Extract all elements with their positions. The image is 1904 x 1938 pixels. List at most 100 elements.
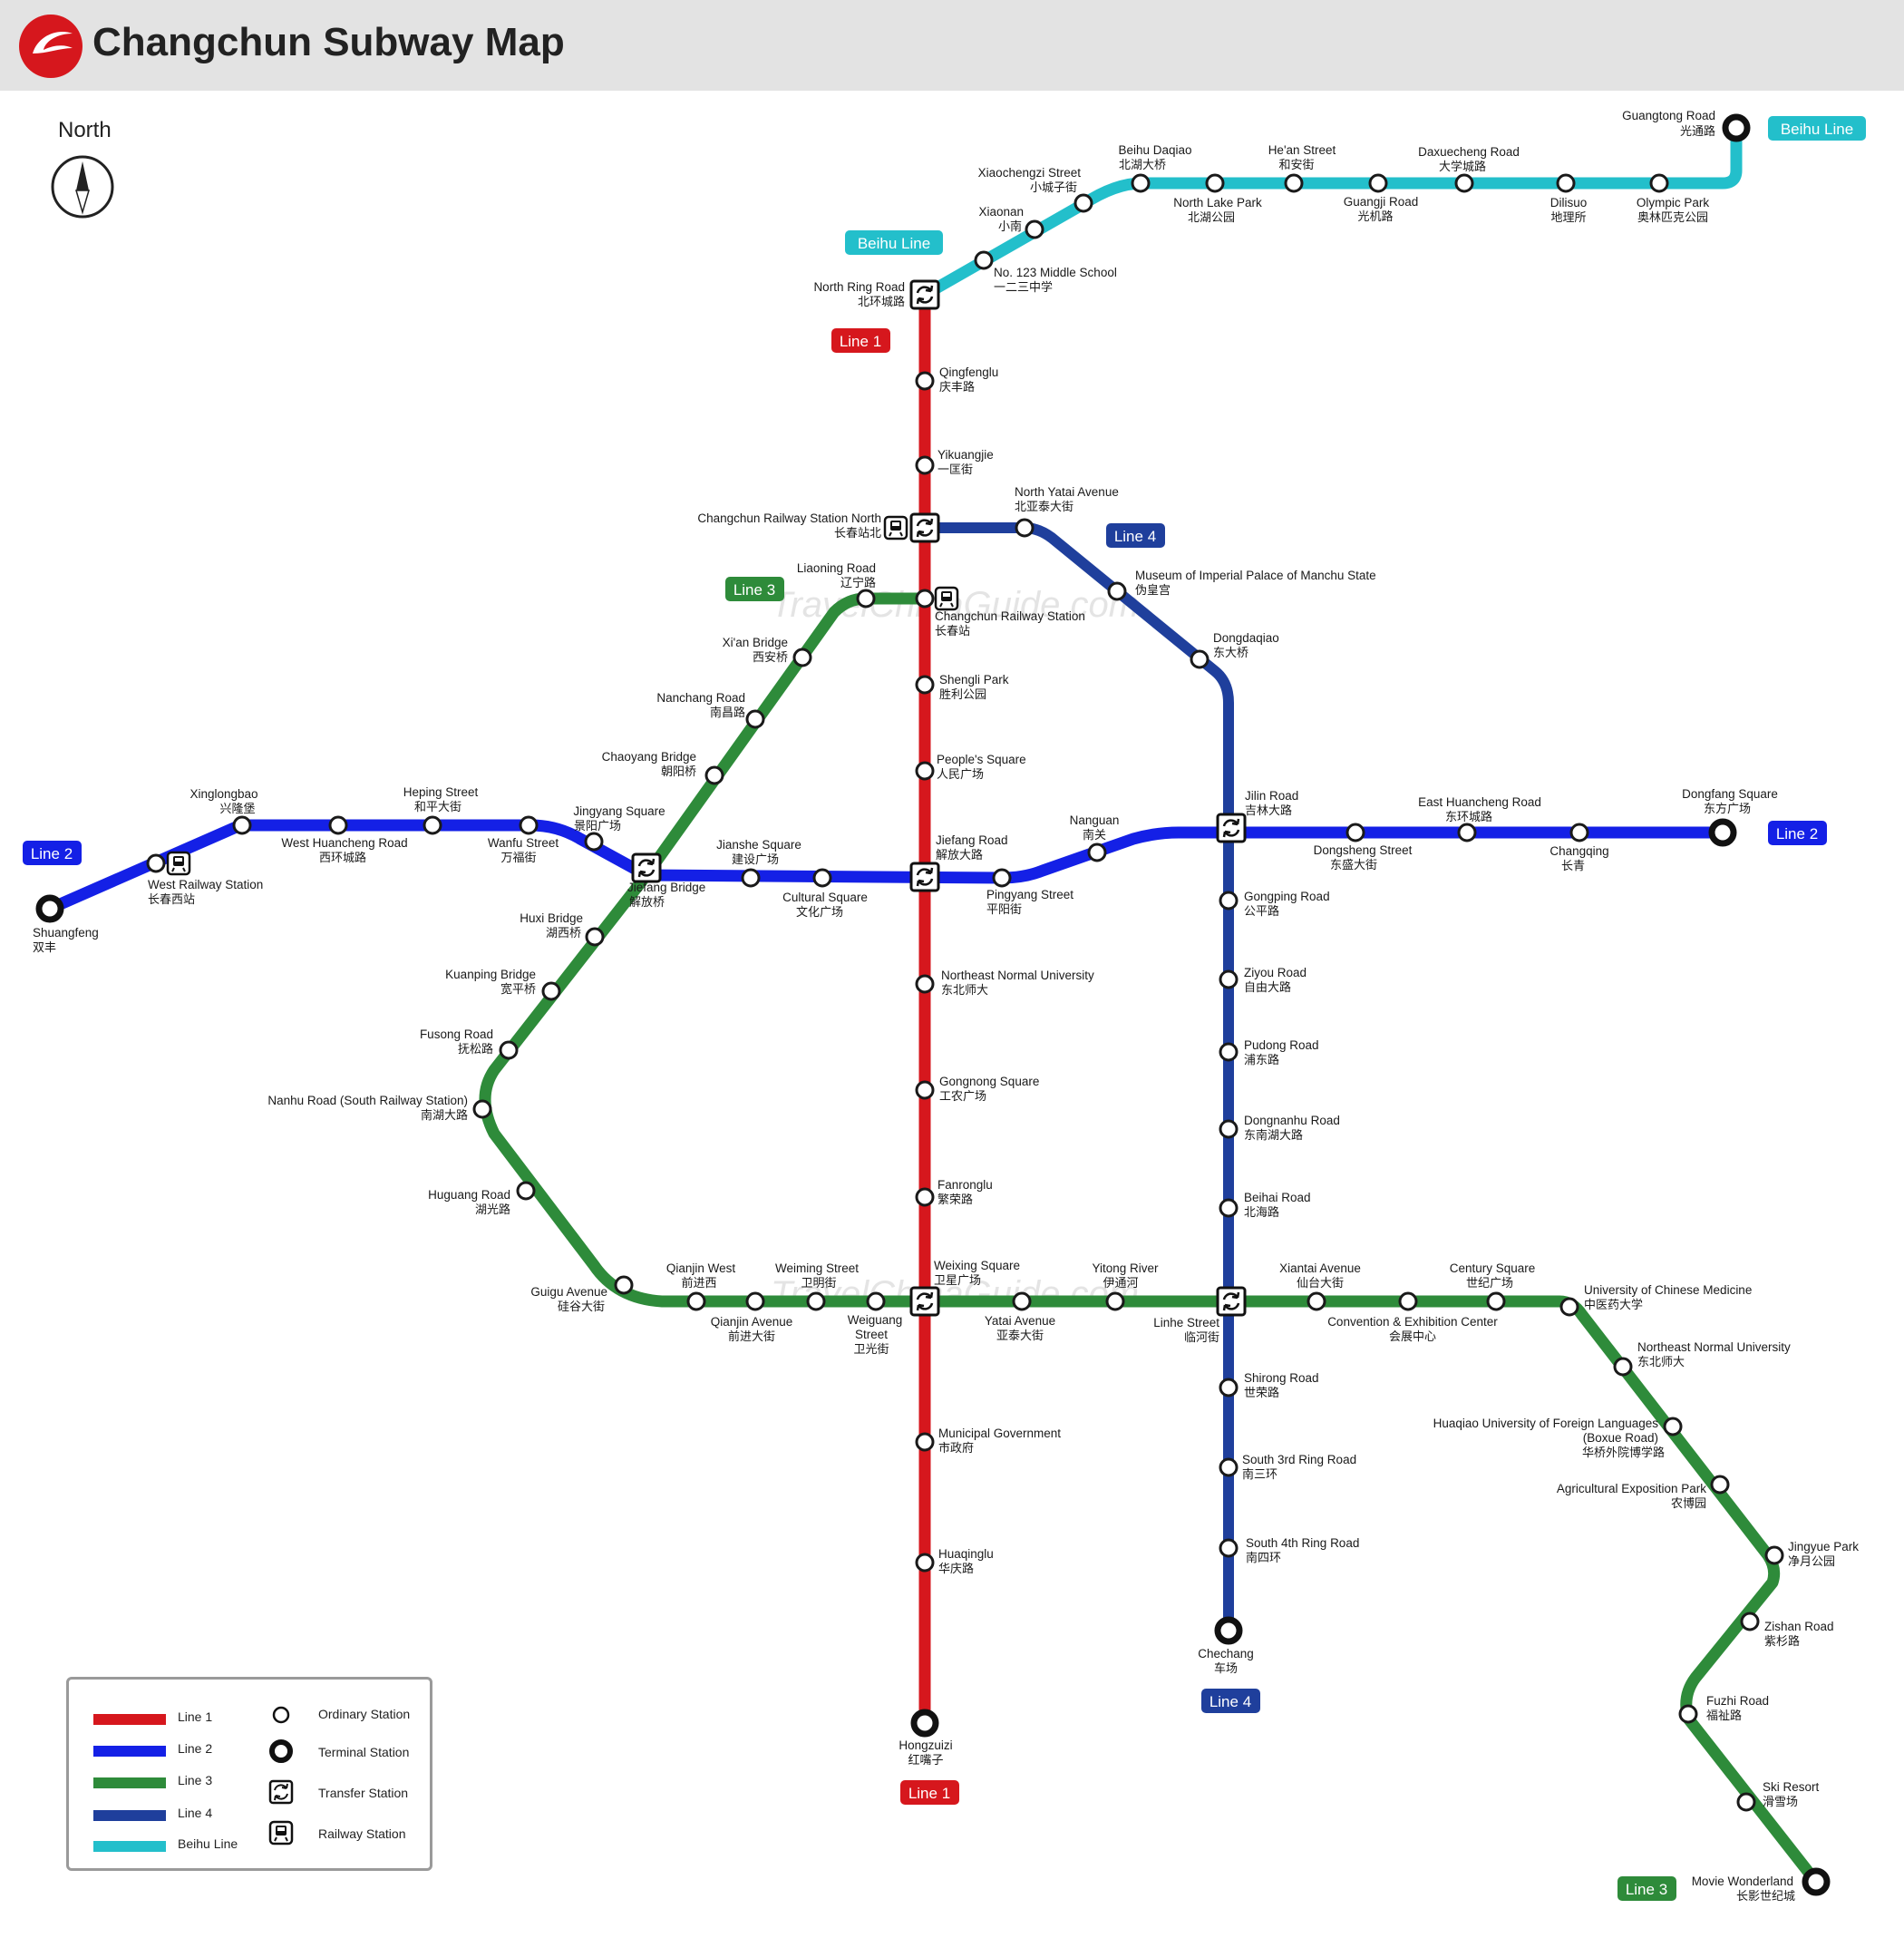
station-marker[interactable] <box>1107 581 1127 601</box>
terminal-marker[interactable] <box>1214 1616 1243 1645</box>
station-marker[interactable] <box>915 1553 935 1573</box>
station-marker[interactable] <box>1284 173 1304 193</box>
station-marker[interactable] <box>1219 1538 1239 1558</box>
station-label-cn: 南三环 <box>1242 1467 1277 1482</box>
station-marker[interactable] <box>915 1432 935 1452</box>
station-marker[interactable] <box>146 853 166 873</box>
station-marker[interactable] <box>1663 1417 1683 1436</box>
station-marker[interactable] <box>1205 173 1225 193</box>
station-marker[interactable] <box>1345 823 1365 842</box>
station-label: Shirong Road <box>1244 1371 1319 1385</box>
station-marker[interactable] <box>1190 649 1209 669</box>
station-marker[interactable] <box>328 815 348 835</box>
station-marker[interactable] <box>1398 1291 1418 1311</box>
station-marker[interactable] <box>516 1181 536 1201</box>
terminal-marker[interactable] <box>1708 818 1737 847</box>
terminal-marker[interactable] <box>910 1709 939 1738</box>
station-marker[interactable] <box>1131 173 1151 193</box>
station-marker[interactable] <box>915 761 935 781</box>
station-marker[interactable] <box>974 250 994 270</box>
station-marker[interactable] <box>1219 1198 1239 1218</box>
station-marker[interactable] <box>1649 173 1669 193</box>
station-marker[interactable] <box>745 709 765 729</box>
station-marker[interactable] <box>1219 1457 1239 1477</box>
station-marker[interactable] <box>1559 1297 1579 1317</box>
station-marker[interactable] <box>1368 173 1388 193</box>
station-marker[interactable] <box>1087 842 1107 862</box>
transfer-station-icon[interactable] <box>909 862 940 892</box>
transfer-station-icon[interactable] <box>909 512 940 543</box>
station-marker[interactable] <box>541 981 561 1001</box>
station-marker[interactable] <box>915 371 935 391</box>
terminal-marker[interactable] <box>35 894 64 923</box>
station-marker[interactable] <box>806 1291 826 1311</box>
station-marker[interactable] <box>499 1040 519 1060</box>
station-marker[interactable] <box>915 974 935 994</box>
station-marker[interactable] <box>1736 1792 1756 1812</box>
svg-text:Line 2: Line 2 <box>31 845 73 862</box>
station-marker[interactable] <box>812 868 832 888</box>
station-marker[interactable] <box>1457 823 1477 842</box>
station-marker[interactable] <box>741 868 761 888</box>
line2-badge: Line 2 <box>1768 821 1827 845</box>
transfer-station-icon[interactable] <box>1216 1286 1247 1317</box>
svg-text:Line 4: Line 4 <box>1209 1693 1251 1710</box>
station-marker[interactable] <box>915 589 935 609</box>
station-label-cn: 长春西站 <box>148 893 195 907</box>
terminal-marker[interactable] <box>1802 1867 1831 1896</box>
station-marker[interactable] <box>992 868 1012 888</box>
station-label-cn: 小城子街 <box>1030 181 1077 195</box>
station-marker[interactable] <box>1740 1612 1760 1631</box>
transfer-station-icon[interactable] <box>1216 813 1247 843</box>
station-marker[interactable] <box>1073 193 1093 213</box>
station-label: Guigu Avenue <box>530 1285 607 1299</box>
station-label: Changchun Railway Station North <box>697 511 881 525</box>
station-marker[interactable] <box>1012 1291 1032 1311</box>
station-label: Zishan Road <box>1764 1620 1834 1633</box>
station-label: Dilisuo <box>1550 196 1588 209</box>
station-marker[interactable] <box>915 1080 935 1100</box>
station-marker[interactable] <box>792 648 812 667</box>
station-marker[interactable] <box>1219 1042 1239 1062</box>
station-label: West Huancheng Road <box>281 836 407 850</box>
station-marker[interactable] <box>1219 1378 1239 1398</box>
station-marker[interactable] <box>1219 969 1239 989</box>
station-marker[interactable] <box>866 1291 886 1311</box>
station-label-cn: 东盛大街 <box>1330 859 1377 872</box>
station-marker[interactable] <box>1556 173 1576 193</box>
station-marker[interactable] <box>584 832 604 852</box>
station-marker[interactable] <box>1613 1357 1633 1377</box>
transfer-station-icon[interactable] <box>909 1286 940 1317</box>
station-marker[interactable] <box>915 675 935 695</box>
station-marker[interactable] <box>686 1291 706 1311</box>
station-marker[interactable] <box>472 1099 492 1119</box>
station-marker[interactable] <box>1307 1291 1326 1311</box>
station-marker[interactable] <box>1219 1119 1239 1139</box>
station-marker[interactable] <box>614 1275 634 1295</box>
station-marker[interactable] <box>915 1187 935 1207</box>
station-marker[interactable] <box>745 1291 765 1311</box>
station-marker[interactable] <box>423 815 442 835</box>
station-marker[interactable] <box>1015 518 1035 538</box>
station-marker[interactable] <box>1219 891 1239 911</box>
station-marker[interactable] <box>704 765 724 785</box>
station-marker[interactable] <box>1569 823 1589 842</box>
header-bar: Changchun Subway Map <box>0 0 1904 91</box>
station-marker[interactable] <box>1764 1545 1784 1565</box>
transfer-station-icon[interactable] <box>909 279 940 310</box>
station-label: Jingyang Square <box>573 804 665 818</box>
station-marker[interactable] <box>519 815 539 835</box>
terminal-marker[interactable] <box>1722 113 1751 142</box>
station-marker[interactable] <box>856 589 876 609</box>
station-label-cn: 世荣路 <box>1244 1386 1279 1400</box>
station-marker[interactable] <box>1710 1475 1730 1495</box>
station-marker[interactable] <box>1025 219 1044 239</box>
station-marker[interactable] <box>585 927 605 947</box>
station-marker[interactable] <box>232 815 252 835</box>
station-marker[interactable] <box>1678 1704 1698 1724</box>
transfer-station-icon[interactable] <box>631 852 662 883</box>
station-marker[interactable] <box>1454 173 1474 193</box>
station-marker[interactable] <box>1105 1291 1125 1311</box>
station-marker[interactable] <box>1486 1291 1506 1311</box>
station-marker[interactable] <box>915 455 935 475</box>
